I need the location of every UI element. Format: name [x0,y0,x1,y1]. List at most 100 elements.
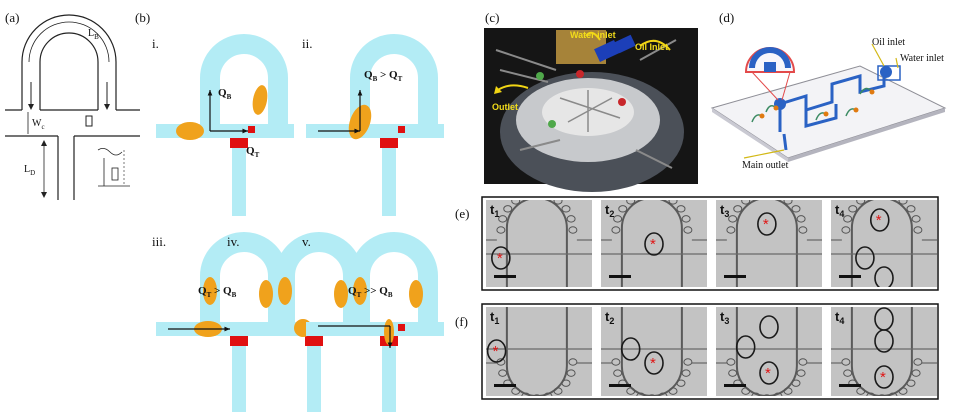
chip-oil-inlet: Oil inlet [872,37,905,48]
chip-main-outlet: Main outlet [742,160,789,171]
droplet-outline [759,315,779,339]
stage-numeral: iv. [227,234,240,249]
scale-bar [609,384,631,387]
panel-c-label: (c) [485,10,499,25]
main-channel [306,124,444,138]
droplet-outline [491,246,511,270]
panel-a-label: (a) [5,10,19,25]
chip-substrate [710,65,947,159]
droplet [353,277,367,305]
u-channel [350,232,438,328]
u-channel [200,34,288,130]
time-label: t2 [605,202,614,219]
panel-a: (a) LB Wc LD [5,10,140,200]
stage-diagrams: i. QB QT ii.QB > QT iii. QT > QB iv. v. QT >> QB [152,34,444,412]
stage-1: i. QB QT [152,34,294,216]
micrograph-tile: *t4 [831,200,937,287]
scale-bar [494,384,516,387]
outlet-channel [232,334,246,412]
droplet-outline [874,266,894,287]
scale-bar [839,275,861,278]
obstacle [398,126,405,133]
panel-e-label: (e) [455,206,469,221]
droplet [259,280,273,308]
lb-arc [28,21,110,63]
micrograph-tile: * t4 [831,307,937,396]
scale-bar [724,275,746,278]
tracked-droplet-marker: * [497,250,503,267]
droplet [384,319,394,345]
tracked-droplet-marker: * [876,212,882,229]
time-label: t2 [605,309,614,326]
time-label: t4 [835,309,844,326]
tracked-droplet-marker: * [650,236,656,253]
droplet-outline [759,361,779,385]
stage-numeral: ii. [302,36,312,51]
scale-bar [609,275,631,278]
tracked-droplet-marker: * [650,355,656,372]
droplet-outline [644,232,664,256]
outlet-channel [382,334,396,412]
panel-d: (d) Oil inlet Water inlet Main outlet [710,10,947,171]
u-outer-wall [21,14,117,110]
micrograph-tile: * t1 [486,307,592,396]
obstacle [398,324,405,331]
ld-label: LD [24,164,35,177]
panel-e-frame [481,196,939,291]
panel-f-label: (f) [455,314,468,329]
qb-label: QB [218,87,232,101]
time-label: t1 [490,309,499,326]
panel-b-label: (b) [135,10,150,25]
u-inner-wall [39,32,99,110]
trap-base [305,336,323,346]
droplet-outline [874,329,894,353]
water-inlet-label: Water inlet [570,30,616,40]
flow-relation: QT >> QB [348,285,393,299]
chip-channel [778,72,886,151]
droplet-outline [874,365,894,389]
micrograph-tile: * t3 [716,200,822,287]
panel-b: (b) [135,10,150,25]
stage-5: v. QT >> QB [302,232,444,412]
droplet [252,85,268,115]
outlet-label: Outlet [492,102,518,112]
scale-bar [494,275,516,278]
tracked-droplet-marker: * [880,369,886,386]
micrograph-tile: * t2 [601,307,707,396]
droplet [409,280,423,308]
trap-base [230,138,248,148]
flow-relation: QT > QB [198,285,237,299]
stage-numeral: i. [152,36,159,51]
u-channel [350,34,438,130]
trap-base [380,138,398,148]
u-channel [200,232,288,328]
droplet [278,277,292,305]
stage-numeral: v. [302,234,311,249]
u-channel [275,232,363,328]
micrograph-tile: *t3 [716,307,822,396]
micrograph-series: *t1*t1*t2*t2*t3*t3*t4*t4 [486,200,937,396]
outlet-channel [307,334,321,412]
lb-label: LB [88,28,99,41]
droplet-outline [486,339,507,363]
tracked-droplet-marker: * [765,365,771,382]
outlet-channel [232,136,246,216]
micrograph-tile: * t1 [486,200,592,287]
droplet-outline [644,351,664,375]
scale-bar [839,384,861,387]
panel-f-frame [481,303,939,400]
chip-water-inlet: Water inlet [900,53,944,64]
stage-numeral: iii. [152,234,166,249]
time-label: t1 [490,202,499,219]
oil-inlet-label: Oil Inlet [635,42,668,52]
stage-2: ii.QB > QT [302,34,444,216]
obstacle [248,126,255,133]
qt-label: QT [246,145,260,159]
droplet [176,122,204,140]
time-label: t3 [720,202,729,219]
tracked-droplet-marker: * [493,343,499,360]
obstacle-outline [85,115,93,127]
tracked-droplet-marker: * [763,216,769,233]
droplet [203,277,217,305]
